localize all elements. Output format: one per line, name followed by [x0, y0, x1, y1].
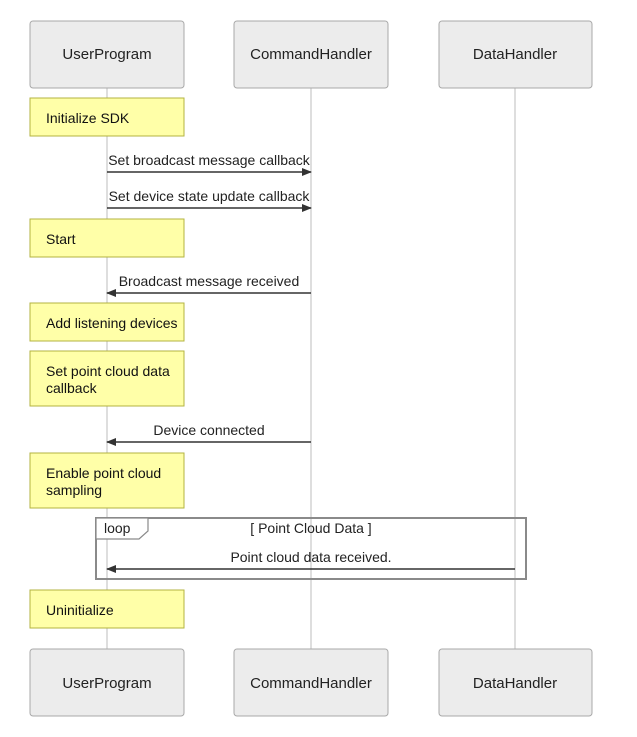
message-label: Set broadcast message callback	[108, 152, 311, 168]
note-text-line1: Set point cloud data	[46, 363, 170, 379]
note-uninitialize: Uninitialize	[29, 589, 185, 629]
message-set-state-callback: Set device state update callback	[107, 188, 312, 212]
message-device-connected: Device connected	[106, 422, 311, 446]
note-enable-sampling: Enable point cloud sampling	[29, 452, 185, 509]
message-label: Point cloud data received.	[230, 549, 391, 565]
message-label: Broadcast message received	[119, 273, 300, 289]
message-broadcast-received: Broadcast message received	[106, 273, 311, 297]
message-label: Device connected	[153, 422, 264, 438]
note-text-line2: sampling	[46, 482, 102, 498]
actor-label: DataHandler	[473, 675, 557, 692]
note-text-line1: Enable point cloud	[46, 465, 161, 481]
note-start: Start	[29, 218, 185, 258]
actor-commandhandler-top: CommandHandler	[233, 20, 389, 89]
actor-label: CommandHandler	[250, 46, 372, 63]
actor-userprogram-top: UserProgram	[29, 20, 185, 89]
note-initialize-sdk: Initialize SDK	[29, 97, 185, 137]
actor-datahandler-bottom: DataHandler	[438, 648, 593, 717]
loop-tab	[95, 517, 149, 540]
note-set-point-cloud-callback: Set point cloud data callback	[29, 350, 185, 407]
loop-label: loop	[104, 520, 131, 536]
message-set-broadcast-callback: Set broadcast message callback	[107, 152, 312, 176]
actor-label: UserProgram	[62, 46, 151, 63]
loop-frame: loop [ Point Cloud Data ]	[95, 517, 527, 580]
loop-condition: [ Point Cloud Data ]	[250, 520, 371, 536]
actor-commandhandler-bottom: CommandHandler	[233, 648, 389, 717]
note-text: Add listening devices	[46, 315, 178, 331]
note-text: Initialize SDK	[46, 110, 130, 126]
message-label: Set device state update callback	[109, 188, 311, 204]
note-text: Start	[46, 231, 76, 247]
note-text-line2: callback	[46, 380, 98, 396]
actor-userprogram-bottom: UserProgram	[29, 648, 185, 717]
actor-label: CommandHandler	[250, 675, 372, 692]
actor-label: DataHandler	[473, 46, 557, 63]
actor-datahandler-top: DataHandler	[438, 20, 593, 89]
message-point-cloud-received: Point cloud data received.	[106, 549, 515, 573]
actor-label: UserProgram	[62, 675, 151, 692]
note-text: Uninitialize	[46, 602, 114, 618]
note-add-listening-devices: Add listening devices	[29, 302, 185, 342]
